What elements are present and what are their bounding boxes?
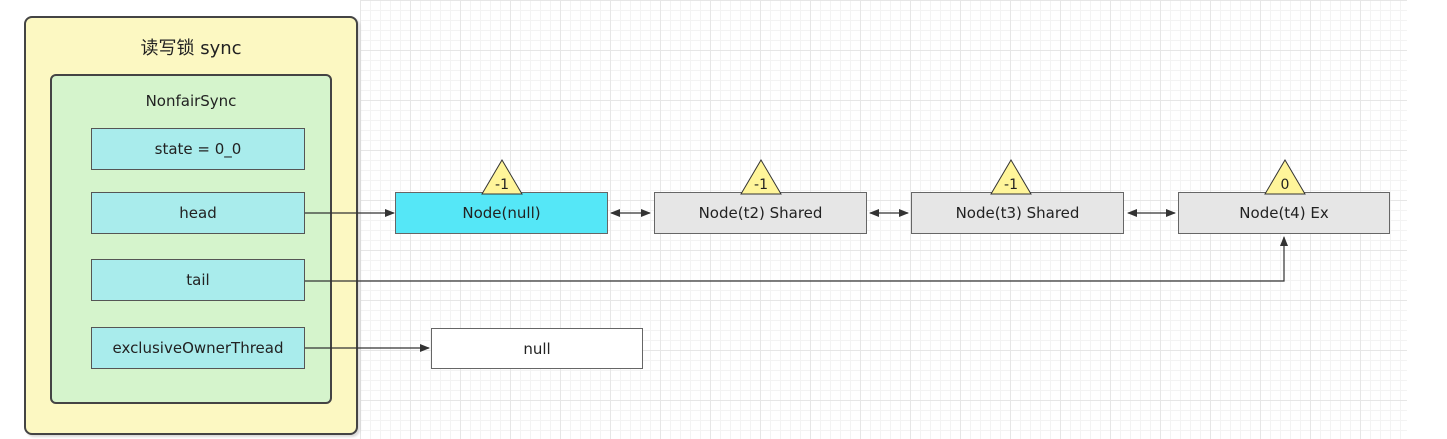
queue-node-t4: Node(t4) Ex [1178, 192, 1390, 234]
state-field: state = 0_0 [91, 128, 305, 170]
queue-node-t2: Node(t2) Shared [654, 192, 867, 234]
wait-status-triangle-3 [990, 159, 1032, 195]
wait-status-triangle-1 [481, 159, 523, 195]
queue-node-t3: Node(t3) Shared [911, 192, 1124, 234]
wait-status-label-3: -1 [1004, 177, 1018, 193]
owner-null-box: null [431, 328, 643, 369]
head-field: head [91, 192, 305, 234]
nonfair-sync-title: NonfairSync [145, 92, 237, 110]
wait-status-triangle-2 [740, 159, 782, 195]
wait-status-label-4: 0 [1280, 177, 1290, 193]
wait-status-label-2: -1 [754, 177, 768, 193]
wait-status-label-1: -1 [495, 177, 509, 193]
wait-status-triangle-4 [1264, 159, 1306, 195]
exclusive-owner-thread-field: exclusiveOwnerThread [91, 327, 305, 369]
tail-pointer-arrow [305, 236, 1288, 282]
tail-field: tail [91, 259, 305, 301]
queue-node-head: Node(null) [395, 192, 608, 234]
sync-title: 读写锁 sync [140, 38, 242, 59]
